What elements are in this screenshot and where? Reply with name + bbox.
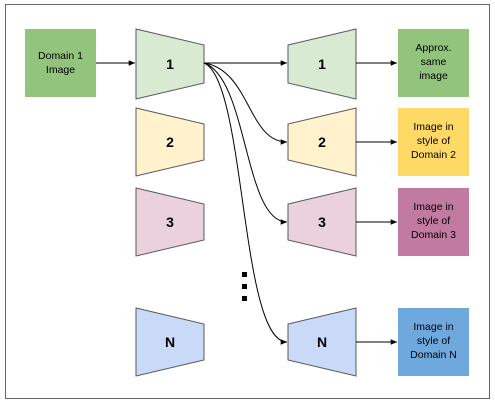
output-3-label-line-1: Image in	[413, 201, 453, 213]
encoder-3-label: 3	[166, 214, 174, 230]
output-3-label-line-2: style of	[417, 215, 450, 227]
decoder-3-label: 3	[318, 214, 326, 230]
output-1-box	[398, 29, 469, 97]
decoder-2-shape	[287, 107, 357, 177]
output-1-label-line-2: same	[421, 56, 447, 68]
encoder-n-label: N	[165, 334, 175, 350]
output-1-label-line-3: image	[419, 70, 448, 82]
decoder-n-shape	[287, 307, 357, 377]
encoder-1-shape	[135, 28, 205, 100]
arrow-encoder-1-to-decoder-n	[203, 62, 288, 345]
encoder-1-label: 1	[166, 56, 174, 72]
output-2-label-line-2: style of	[417, 135, 450, 147]
output-2-box	[398, 108, 469, 176]
output-n-label-line-3: Domain N	[410, 349, 457, 361]
decoder-3-shape	[287, 187, 357, 257]
input-image-box	[25, 29, 96, 97]
output-n-box	[398, 308, 469, 376]
encoder-n-shape	[135, 307, 205, 377]
output-1-label-line-1: Approx.	[415, 42, 451, 54]
output-3-label-line-3: Domain 3	[411, 229, 456, 241]
decoder-n-label: N	[317, 334, 327, 350]
output-n-label-line-1: Image in	[413, 321, 453, 333]
encoder-3-shape	[135, 187, 205, 257]
decoder-2-label: 2	[318, 134, 326, 150]
input-image-label-line-1: Domain 1	[38, 50, 83, 62]
output-2-label-line-3: Domain 2	[411, 149, 456, 161]
output-3-box	[398, 188, 469, 256]
input-image-label-line-2: Image	[46, 64, 75, 76]
ellipsis-icon	[242, 272, 247, 301]
decoder-1-shape	[287, 28, 357, 100]
encoder-2-shape	[135, 107, 205, 177]
output-n-label-line-2: style of	[417, 335, 450, 347]
encoder-2-label: 2	[166, 134, 174, 150]
decoder-1-label: 1	[318, 56, 326, 72]
arrow-encoder-1-to-decoder-2	[203, 62, 288, 145]
output-2-label-line-1: Image in	[413, 121, 453, 133]
arrow-encoder-1-to-decoder-3	[203, 62, 288, 225]
